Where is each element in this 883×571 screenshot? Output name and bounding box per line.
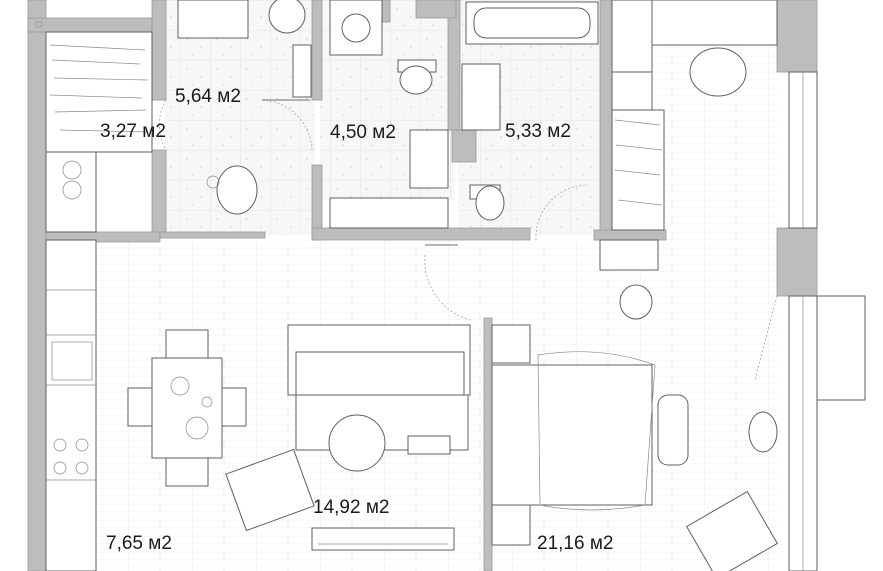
walls xyxy=(27,0,818,571)
hall-furniture xyxy=(177,0,312,215)
area-label-kitchen: 7,65 м2 xyxy=(106,533,172,554)
dining-table xyxy=(127,329,247,487)
bath-fixtures xyxy=(461,1,599,221)
tv-unit xyxy=(311,527,455,551)
sofa xyxy=(225,324,471,532)
area-label-living: 14,92 м2 xyxy=(313,497,389,518)
doors xyxy=(159,99,778,381)
wardrobe-desk xyxy=(599,0,778,320)
bed xyxy=(491,324,778,571)
area-label-bath-wc: 5,33 м2 xyxy=(505,121,571,142)
kitchen-counter xyxy=(45,239,97,571)
area-label-bedroom: 21,16 м2 xyxy=(537,533,613,554)
windows xyxy=(788,71,866,571)
room-labels: 5,64 м2 3,27 м2 4,50 м2 5,33 м2 7,65 м2 … xyxy=(100,86,613,554)
area-label-hall: 5,64 м2 xyxy=(175,86,241,107)
storage-shelves xyxy=(45,31,153,233)
area-label-storage: 3,27 м2 xyxy=(100,121,166,142)
bathroom-fixtures xyxy=(329,0,449,229)
area-label-bathroom: 4,50 м2 xyxy=(330,122,396,143)
